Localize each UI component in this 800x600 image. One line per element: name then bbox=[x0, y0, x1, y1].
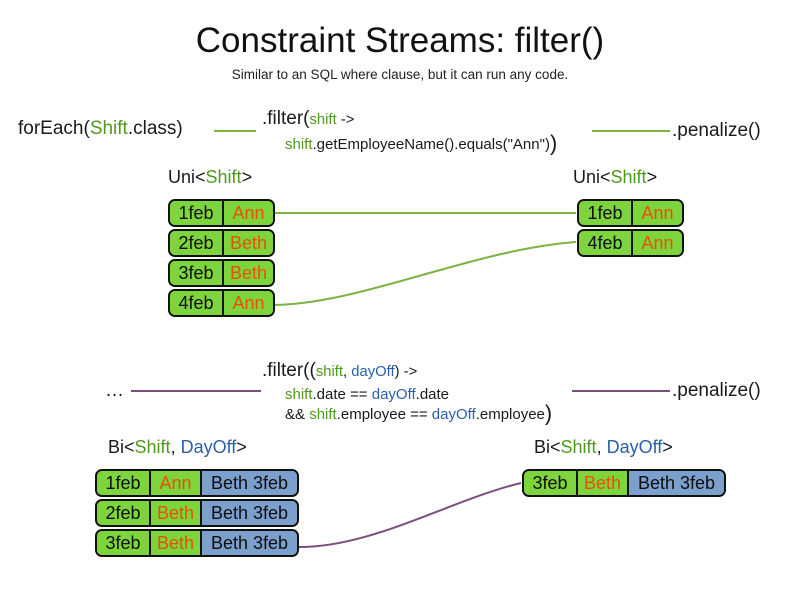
cell-shift-employee: Beth bbox=[149, 501, 200, 525]
label-uni-left-type: Shift bbox=[205, 167, 242, 187]
cell-shift-employee: Ann bbox=[149, 471, 200, 495]
label-uni-left-suffix: > bbox=[241, 167, 253, 187]
cell-shift-date: 2feb bbox=[170, 231, 222, 255]
cell-shift-employee: Beth bbox=[149, 531, 200, 555]
cell-shift-date: 1feb bbox=[97, 471, 149, 495]
cell-shift-date: 4feb bbox=[579, 231, 631, 255]
filter1-body-var: shift bbox=[285, 136, 313, 153]
filter2-var2: dayOff bbox=[351, 364, 395, 380]
cell-dayoff: Beth 3feb bbox=[200, 531, 297, 555]
filter2-l2-mid: .date == bbox=[312, 386, 372, 403]
label-bi-left-type2: DayOff bbox=[180, 437, 237, 457]
foreach-expression: forEach(Shift.class) bbox=[18, 118, 183, 140]
filter1-line2: shift.getEmployeeName().equals("Ann")) bbox=[285, 132, 557, 154]
cell-shift-date: 1feb bbox=[170, 201, 222, 225]
label-bi-left-prefix: Bi< bbox=[108, 437, 135, 457]
cell-dayoff: Beth 3feb bbox=[627, 471, 724, 495]
filter2-line2: shift.date == dayOff.date bbox=[285, 386, 449, 403]
filter2-l2-end: .date bbox=[415, 386, 450, 403]
filter2-sep: , bbox=[343, 364, 352, 380]
cell-shift-date: 3feb bbox=[170, 261, 222, 285]
foreach-type: Shift bbox=[89, 118, 128, 139]
label-bi-right-type1: Shift bbox=[560, 437, 597, 457]
filter2-prefix: .filter(( bbox=[262, 360, 316, 381]
filter1-prefix: .filter( bbox=[262, 108, 310, 129]
label-bi-right-prefix: Bi< bbox=[534, 437, 561, 457]
label-bi-left: Bi<Shift, DayOff> bbox=[108, 437, 247, 458]
cell-shift-date: 1feb bbox=[579, 201, 631, 225]
wire-bi-row3 bbox=[294, 482, 522, 549]
cell-shift-employee: Ann bbox=[222, 291, 273, 315]
cell-shift-employee: Beth bbox=[576, 471, 627, 495]
cell-shift-employee: Ann bbox=[631, 231, 682, 255]
label-uni-left: Uni<Shift> bbox=[168, 167, 252, 188]
filter2-l3-var1: shift bbox=[309, 406, 337, 423]
filter2-l3-mid: .employee == bbox=[336, 406, 432, 423]
penalize2-expression: .penalize() bbox=[672, 380, 761, 401]
cell-shift-employee: Beth bbox=[222, 231, 273, 255]
filter2-l3-var2: dayOff bbox=[431, 406, 476, 423]
filter2-line3: && shift.employee == dayOff.employee) bbox=[285, 402, 552, 424]
filter1-close-paren: ) bbox=[549, 130, 558, 156]
wire-uni-row4 bbox=[270, 241, 577, 306]
foreach-suffix: .class) bbox=[127, 118, 183, 139]
filter2-l2-var1: shift bbox=[285, 386, 313, 403]
label-bi-left-type1: Shift bbox=[134, 437, 171, 457]
label-bi-left-suffix: > bbox=[236, 437, 247, 457]
filter1-body: .getEmployeeName().equals("Ann") bbox=[312, 136, 550, 153]
page-subtitle: Similar to an SQL where clause, but it c… bbox=[231, 67, 569, 82]
cell-shift-employee: Ann bbox=[222, 201, 273, 225]
foreach-prefix: forEach( bbox=[18, 118, 90, 139]
filter2-l3-end: .employee bbox=[475, 406, 545, 423]
filter1-arrow: -> bbox=[336, 112, 355, 128]
label-uni-right-prefix: Uni< bbox=[573, 167, 611, 187]
filter2-arrow: ) -> bbox=[394, 364, 418, 380]
label-bi-right-type2: DayOff bbox=[606, 437, 663, 457]
label-uni-left-prefix: Uni< bbox=[168, 167, 206, 187]
filter1-line1: .filter(shift -> bbox=[262, 108, 354, 130]
label-bi-right-sep: , bbox=[596, 437, 607, 457]
filter2-l3-op: && bbox=[285, 406, 310, 423]
label-uni-right-suffix: > bbox=[646, 167, 658, 187]
filter2-var1: shift bbox=[315, 364, 343, 380]
filter2-line1: .filter((shift, dayOff) -> bbox=[262, 360, 417, 382]
label-uni-right: Uni<Shift> bbox=[573, 167, 657, 188]
cell-dayoff: Beth 3feb bbox=[200, 471, 297, 495]
cell-shift-date: 2feb bbox=[97, 501, 149, 525]
cell-dayoff: Beth 3feb bbox=[200, 501, 297, 525]
cell-shift-date: 4feb bbox=[170, 291, 222, 315]
penalize1-expression: .penalize() bbox=[672, 120, 761, 141]
label-bi-right-suffix: > bbox=[662, 437, 673, 457]
filter1-var: shift bbox=[309, 112, 337, 128]
bottom-source-ellipsis: … bbox=[105, 380, 125, 401]
cell-shift-date: 3feb bbox=[97, 531, 149, 555]
filter2-close-paren: ) bbox=[544, 400, 553, 426]
cell-shift-date: 3feb bbox=[524, 471, 576, 495]
label-bi-right: Bi<Shift, DayOff> bbox=[534, 437, 673, 458]
label-bi-left-sep: , bbox=[170, 437, 181, 457]
cell-shift-employee: Beth bbox=[222, 261, 273, 285]
filter2-l2-var2: dayOff bbox=[371, 386, 416, 403]
label-uni-right-type: Shift bbox=[610, 167, 647, 187]
cell-shift-employee: Ann bbox=[631, 201, 682, 225]
page-title: Constraint Streams: filter() bbox=[195, 21, 605, 60]
